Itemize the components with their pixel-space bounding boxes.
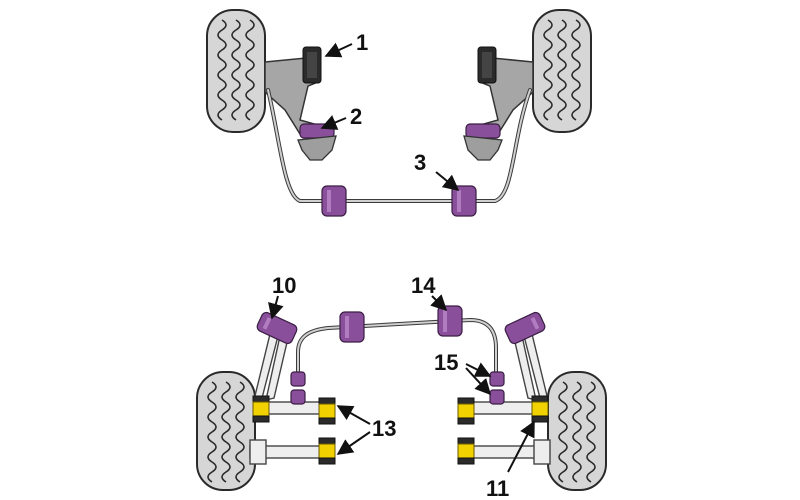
rear-right-drop-link-bushes — [489, 371, 505, 405]
callout-15-leader-b — [465, 367, 492, 396]
callout-13-leader-b — [336, 431, 371, 455]
front-left-wishbone-rear-bush — [297, 123, 337, 161]
front-anti-roll-bar-bush-left — [321, 185, 347, 217]
callout-1-leader — [324, 42, 353, 58]
callouts: 1 2 3 10 14 15 13 11 — [268, 30, 535, 500]
rear-right-trailing-arm-front-bush — [504, 311, 546, 345]
callout-11-leader — [507, 420, 535, 473]
front-right-wishbone-rear-bush — [463, 123, 503, 161]
rear-anti-roll-bar-bush-right — [437, 305, 463, 337]
front-right-wishbone-front-bush — [477, 46, 497, 84]
callout-2-leader — [320, 115, 347, 130]
rear-left-drop-link-bushes — [290, 371, 306, 405]
rear-left-upper-link-outer-bush — [252, 395, 270, 423]
rear-right-wheel — [547, 371, 607, 491]
front-right-wheel — [532, 9, 592, 133]
callout-15-leader-a — [465, 362, 492, 377]
callout-15-label: 15 — [434, 350, 458, 375]
rear-right-upper-link-outer-bush — [531, 395, 549, 423]
rear-right-upper-link-inner-bush — [457, 397, 475, 425]
rear-left-wheel — [196, 371, 256, 491]
callout-13-label: 13 — [372, 416, 396, 441]
rear-left-trailing-arm — [253, 333, 289, 401]
callout-10-leader — [268, 295, 284, 320]
rear-axle-assembly — [196, 305, 607, 491]
callout-13-leader-a — [336, 405, 371, 425]
callout-11-label: 11 — [486, 476, 509, 500]
rear-anti-roll-bar-bush-left — [339, 311, 365, 343]
front-left-wheel — [206, 9, 266, 133]
front-axle-assembly — [206, 9, 592, 217]
rear-right-lower-link-inner-bush — [457, 437, 475, 465]
rear-left-upper-link-inner-bush — [318, 397, 336, 425]
front-anti-roll-bar-bush-right — [451, 185, 477, 217]
callout-1-label: 1 — [356, 30, 368, 55]
rear-left-lower-lateral-link — [249, 439, 329, 465]
front-left-wishbone-front-bush — [302, 46, 322, 84]
rear-right-trailing-arm — [513, 333, 549, 401]
callout-3-label: 3 — [414, 150, 426, 175]
callout-10-label: 10 — [272, 273, 296, 298]
callout-14-leader — [430, 294, 448, 312]
callout-3-leader — [435, 171, 460, 192]
callout-2-label: 2 — [350, 104, 362, 129]
rear-left-lower-link-inner-bush — [318, 437, 336, 465]
rear-right-lower-lateral-link — [469, 439, 551, 465]
callout-14-label: 14 — [411, 273, 436, 298]
